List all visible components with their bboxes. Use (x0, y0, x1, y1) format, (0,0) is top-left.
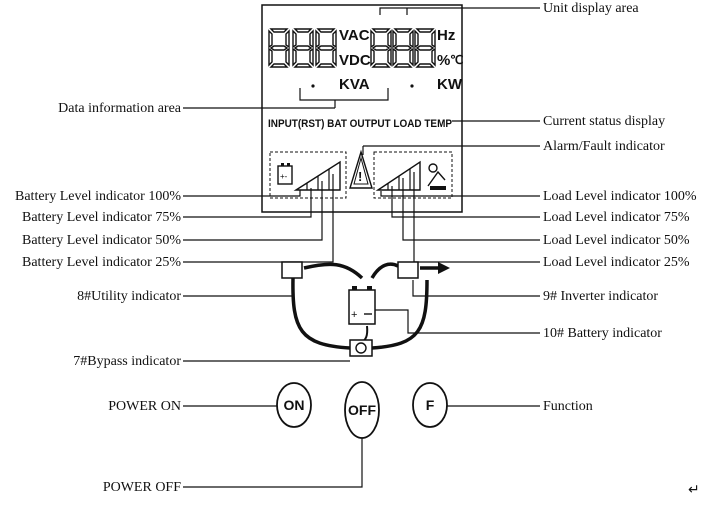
unit-vdc: VDC (339, 52, 371, 69)
power-on-button[interactable]: ON (276, 382, 312, 428)
status-line: INPUT(RST) BAT OUTPUT LOAD TEMP (268, 118, 452, 130)
label-load-75: Load Level indicator 75% (543, 210, 690, 225)
load-icon (427, 163, 446, 190)
label-function: Function (543, 399, 593, 414)
unit-vac: VAC (339, 27, 370, 44)
label-battery-75: Battery Level indicator 75% (22, 210, 181, 225)
label-battery-50: Battery Level indicator 50% (22, 233, 181, 248)
decimal-point (311, 84, 315, 88)
svg-text:OFF: OFF (348, 402, 376, 418)
power-flow-diagram (291, 262, 450, 350)
label-inverter-indicator: 9# Inverter indicator (543, 289, 658, 304)
label-battery-25: Battery Level indicator 25% (22, 255, 181, 270)
battery-leader (375, 309, 540, 334)
battery-indicator-icon: + (348, 286, 376, 325)
svg-text:F: F (426, 397, 435, 413)
label-data-information-area: Data information area (58, 101, 182, 116)
unit-kw: KW (437, 76, 463, 93)
power-off-button[interactable]: OFF (344, 381, 380, 439)
load-level-bars (375, 160, 421, 191)
utility-indicator (281, 261, 303, 279)
load-level-area (373, 151, 453, 199)
button-leaders (183, 405, 540, 488)
svg-text:+: + (351, 309, 357, 321)
label-load-50: Load Level indicator 50% (543, 233, 690, 248)
label-utility-indicator: 8#Utility indicator (77, 289, 181, 304)
unit-hz: Hz (437, 27, 455, 44)
unit-percent: % (437, 52, 450, 69)
label-load-100: Load Level indicator 100% (543, 189, 697, 204)
label-power-off: POWER OFF (103, 480, 181, 495)
label-unit-display-area: Unit display area (543, 1, 639, 16)
inverter-indicator (397, 261, 419, 279)
battery-icon: +- (277, 163, 293, 185)
alarm-icon: ! (349, 149, 373, 189)
label-alarm-fault: Alarm/Fault indicator (543, 139, 665, 154)
battery-level-bars (293, 160, 341, 191)
svg-text:+-: +- (280, 172, 288, 181)
battery-level-area (269, 151, 347, 199)
svg-text:ON: ON (284, 397, 305, 413)
unit-celsius: ℃ (450, 53, 463, 67)
label-battery-indicator: 10# Battery indicator (543, 326, 662, 341)
label-battery-100: Battery Level indicator 100% (15, 189, 181, 204)
function-button[interactable]: F (412, 382, 448, 428)
label-power-on: POWER ON (108, 399, 181, 414)
decimal-point (410, 84, 414, 88)
return-mark: ↵ (688, 483, 700, 498)
label-current-status-display: Current status display (543, 114, 665, 129)
label-bypass-indicator: 7#Bypass indicator (73, 354, 181, 369)
svg-text:!: ! (358, 169, 362, 184)
bypass-indicator-icon (349, 339, 373, 357)
unit-kva: KVA (339, 76, 370, 93)
label-load-25: Load Level indicator 25% (543, 255, 690, 270)
